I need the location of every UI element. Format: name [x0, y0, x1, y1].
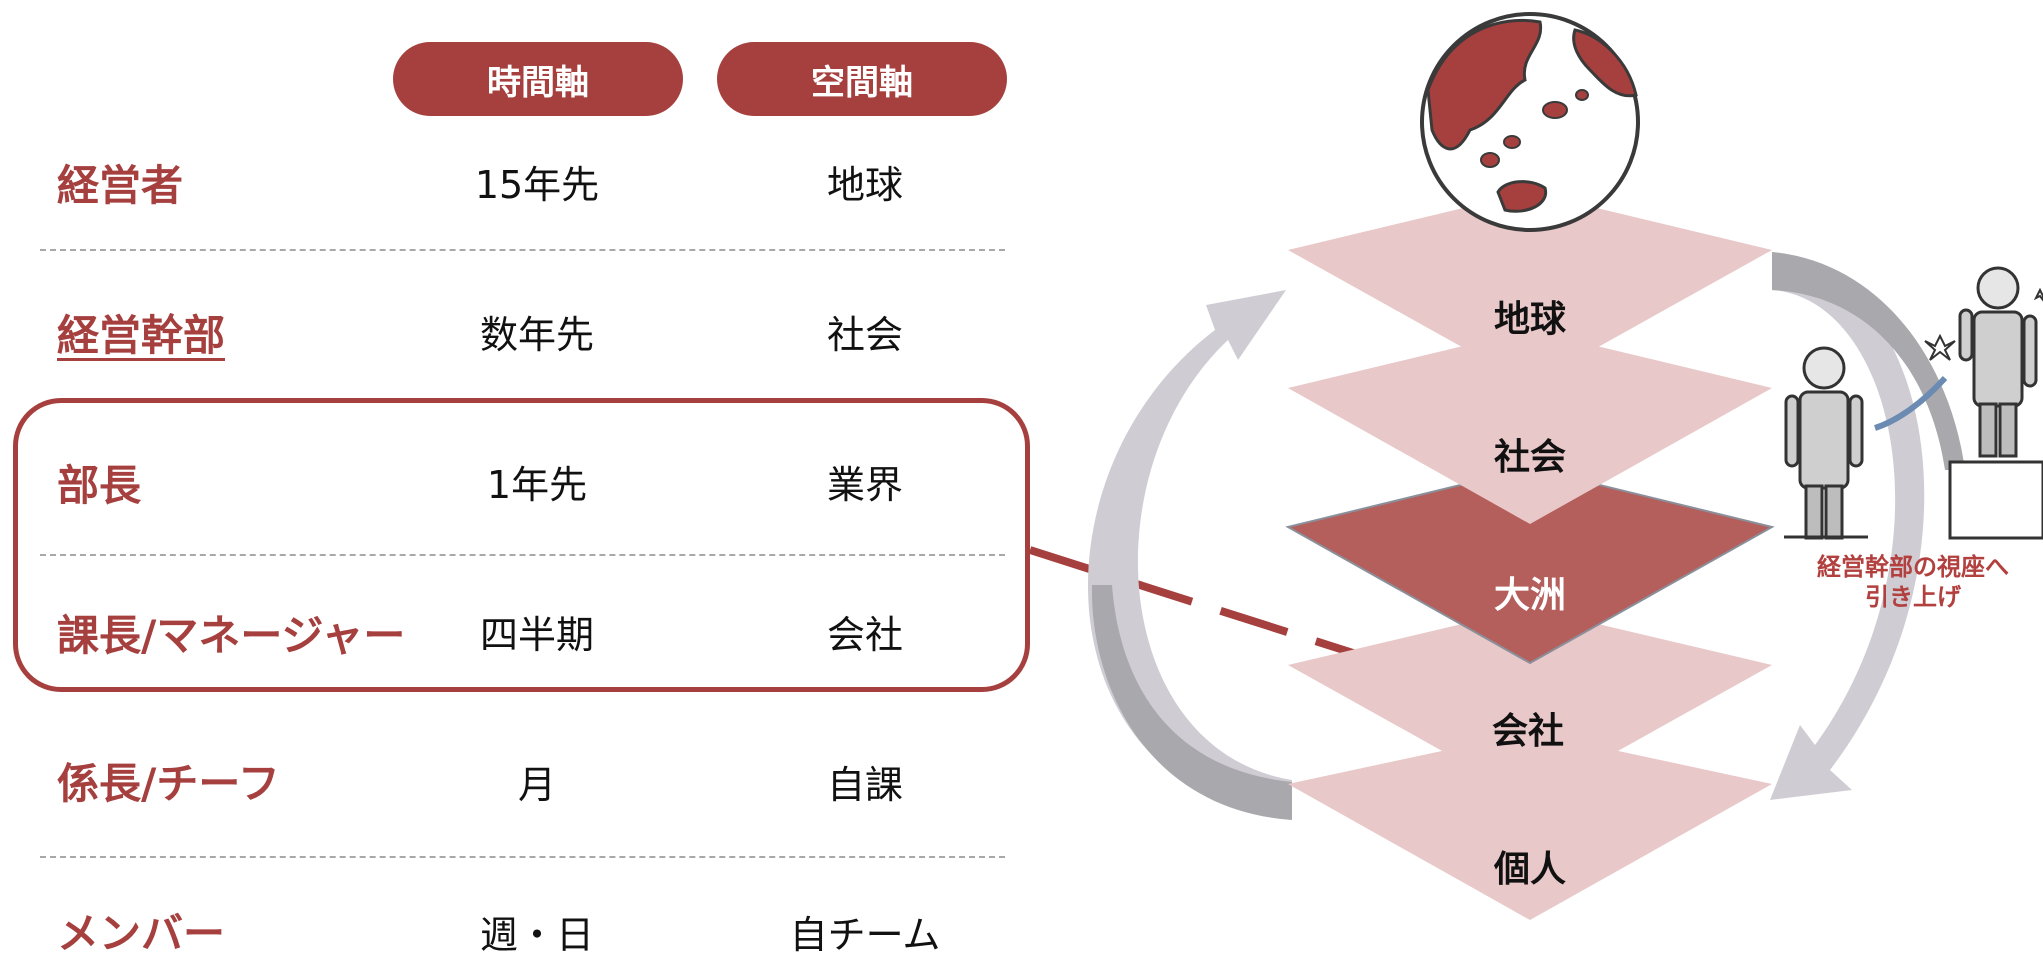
layer-label: 地球: [1493, 299, 1566, 340]
layer-earth-chevron: [1288, 192, 1772, 385]
time-value: 1年先: [486, 463, 588, 507]
layer-label: 個人: [1493, 849, 1566, 890]
rise-arrow-icon: [1874, 375, 1948, 431]
elevation-caption: 経営幹部の視座へ 引き上げ: [1778, 552, 2043, 612]
space-value: 社会: [826, 313, 903, 357]
sparkle-icon: [1924, 333, 1956, 361]
space-value: 地球: [826, 163, 903, 207]
role-label: 経営者: [57, 161, 184, 210]
right-upper-shadow: [1772, 252, 1965, 470]
layer-label-highlighted: 大洲: [1493, 575, 1566, 616]
header-time-axis: 時間軸: [393, 42, 683, 116]
space-value: 自課: [826, 763, 903, 807]
space-value: 会社: [826, 613, 903, 657]
layer-label: 会社: [1491, 711, 1564, 752]
layer-company-chevron: [1288, 608, 1772, 800]
left-up-arrow-icon: [1087, 290, 1292, 820]
person-after-icon: [1948, 266, 2043, 540]
header-space-axis: 空間軸: [717, 42, 1007, 116]
left-lower-shadow: [1091, 585, 1292, 820]
space-value: 業界: [826, 463, 903, 507]
layer-individual-chevron: [1288, 732, 1772, 920]
person-before-icon: [1784, 346, 1868, 540]
time-value: 四半期: [479, 613, 594, 657]
caption-line-1: 経営幹部の視座へ: [1817, 553, 2009, 581]
row-divider: [40, 856, 1005, 858]
role-label: 課長/マネージャー: [57, 611, 406, 660]
time-value: 月: [517, 763, 556, 807]
layer-label: 社会: [1493, 437, 1566, 478]
caption-line-2: 引き上げ: [1865, 583, 1961, 611]
dashed-connector: [1028, 546, 1377, 664]
right-down-arrow-icon: [1770, 252, 1925, 800]
sparkle-icon: [2033, 287, 2043, 302]
layer-ozu-chevron: [1285, 466, 1775, 665]
row-divider: [40, 554, 1005, 556]
globe-icon: [1420, 12, 1640, 232]
time-value: 数年先: [479, 313, 594, 357]
role-label: 経営幹部: [57, 311, 226, 360]
row-divider: [40, 249, 1005, 251]
time-value: 15年先: [474, 163, 600, 207]
role-label: 係長/チーフ: [57, 759, 280, 808]
layer-society-chevron: [1288, 330, 1772, 524]
highlight-frame: [13, 398, 1030, 692]
role-label: 部長: [57, 461, 142, 510]
